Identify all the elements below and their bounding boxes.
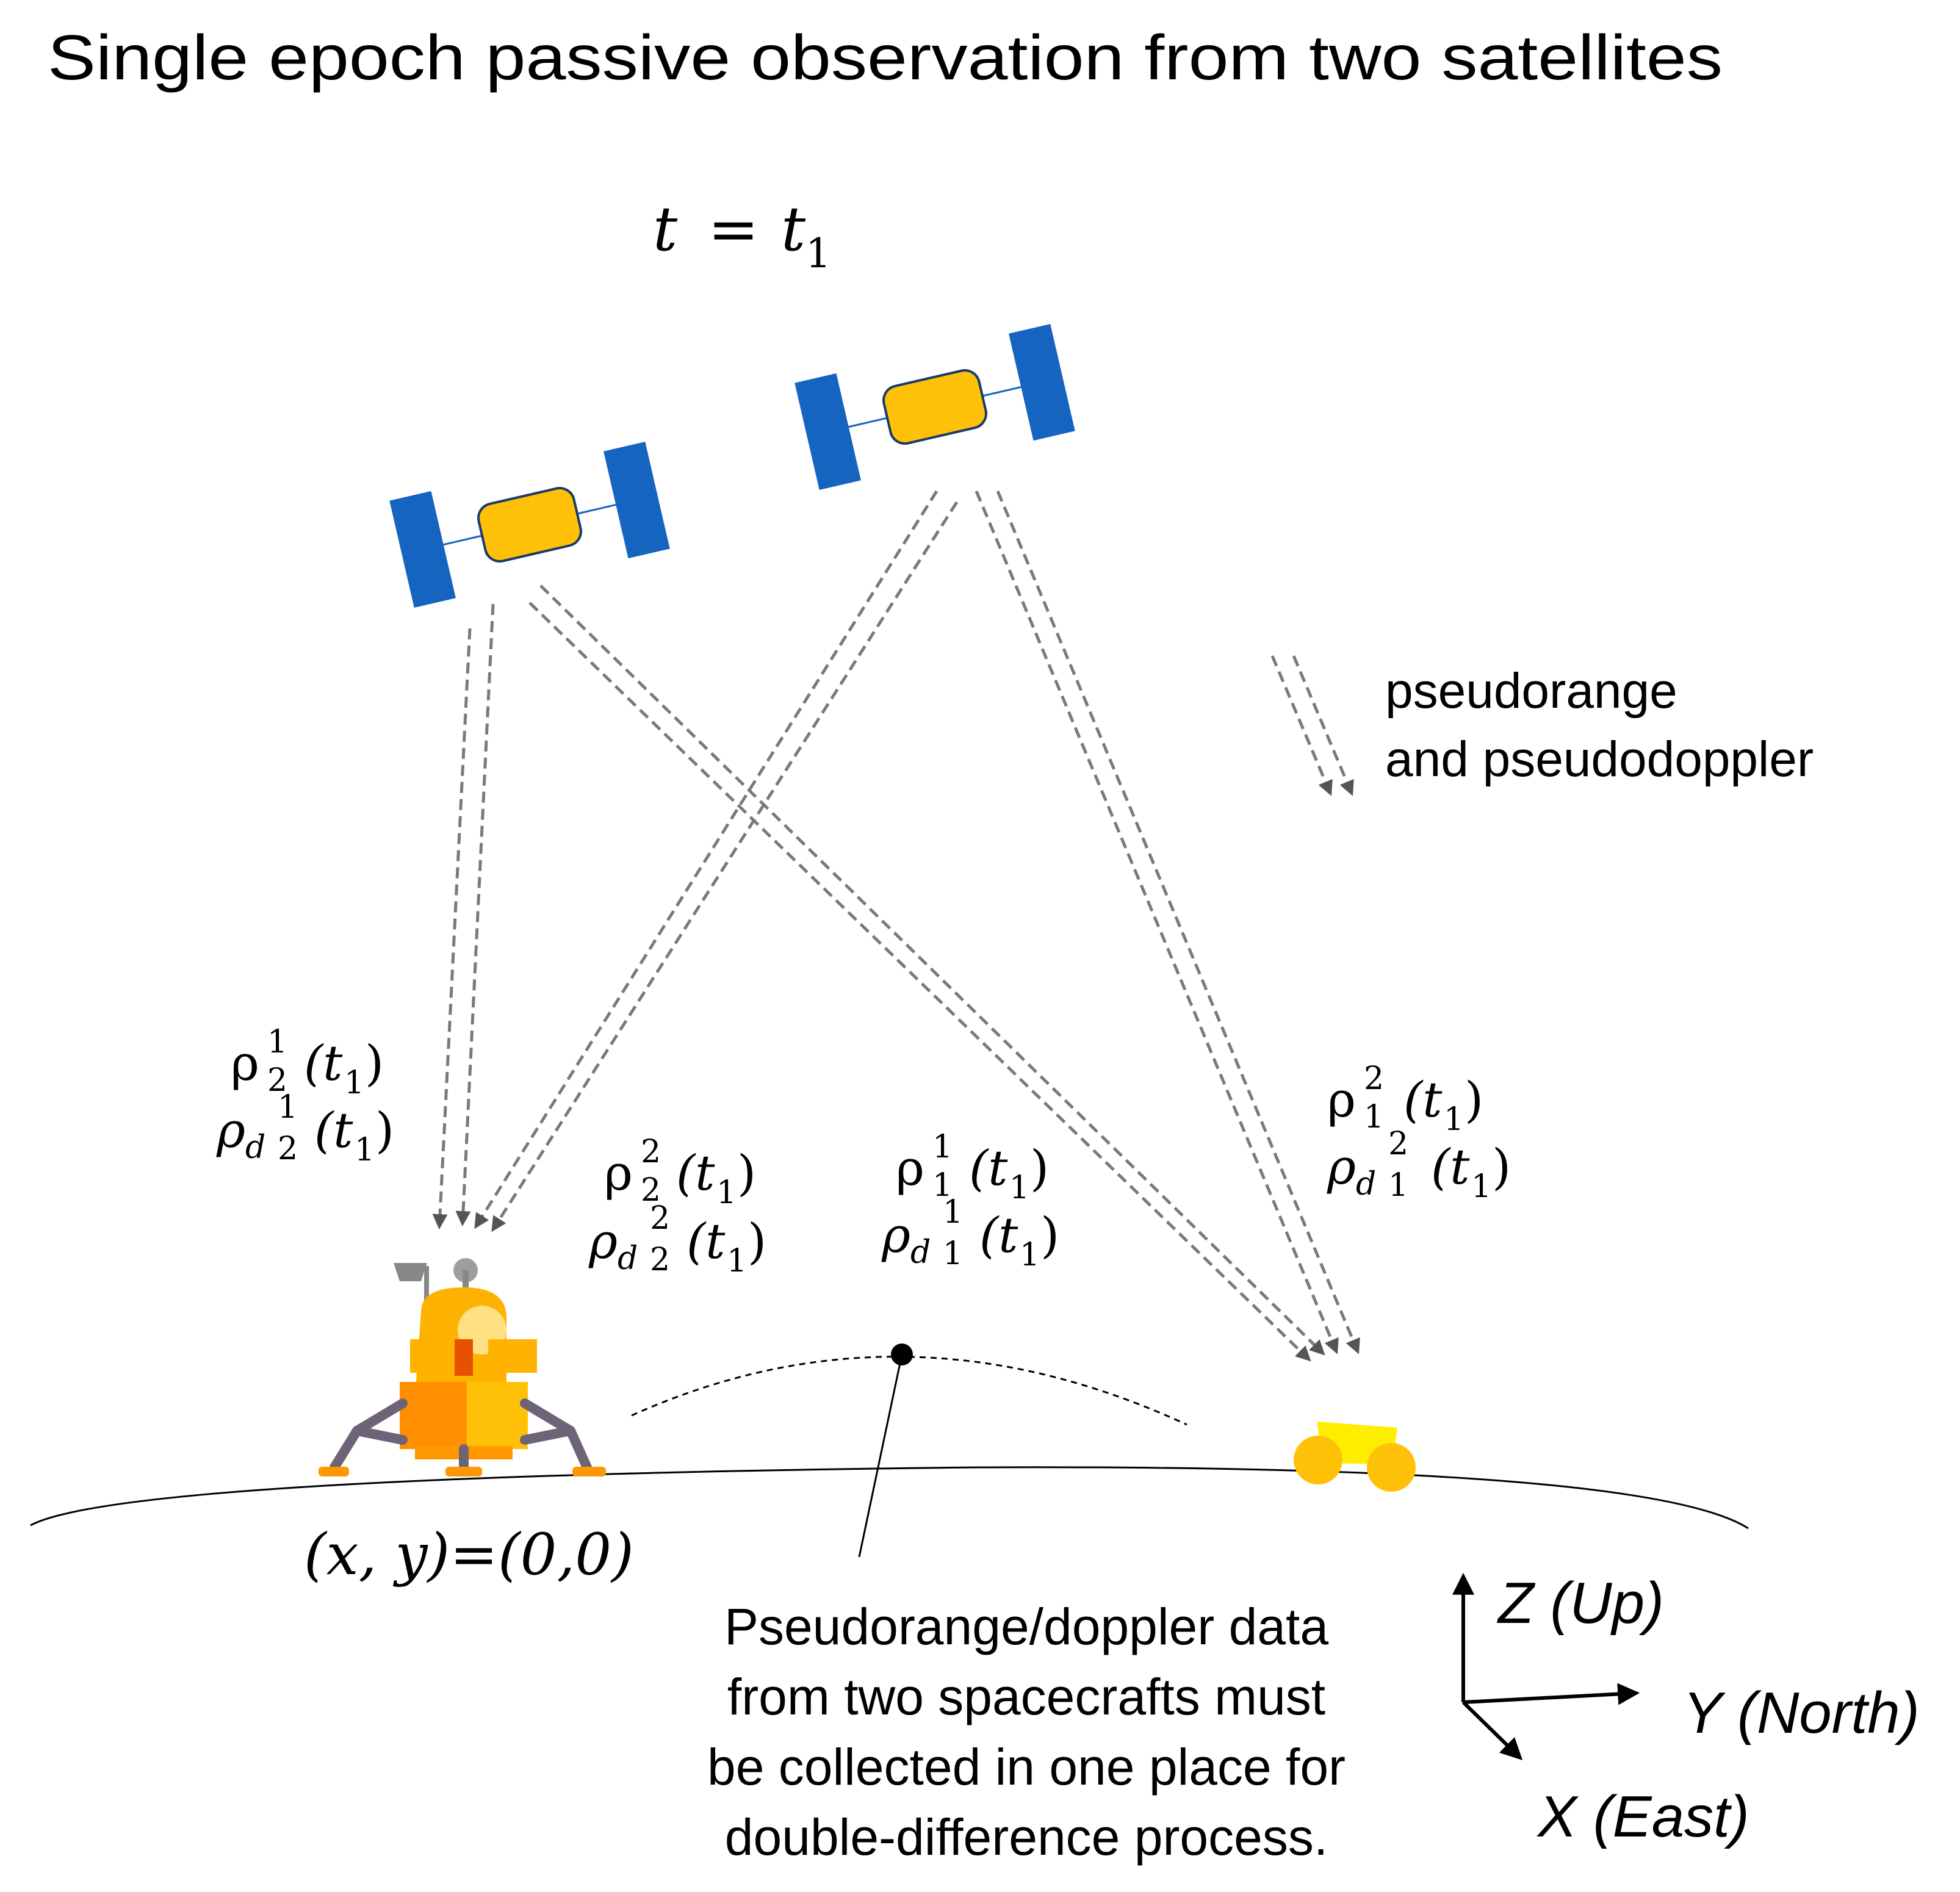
svg-text:2: 2 [641, 1172, 661, 1209]
svg-text:1: 1 [1471, 1168, 1491, 1205]
ray-sat2-rover-b [996, 491, 1360, 1354]
svg-text:2: 2 [1388, 1126, 1408, 1162]
svg-text:1: 1 [1364, 1099, 1384, 1135]
svg-text:(t: (t [686, 1213, 726, 1270]
lunar-surface [30, 1466, 1749, 1530]
svg-text:1: 1 [267, 1024, 287, 1060]
svg-text:1: 1 [1020, 1237, 1040, 1273]
svg-text:): ) [375, 1102, 394, 1159]
svg-text:2: 2 [278, 1131, 298, 1167]
svg-text:ρ: ρ [1327, 1138, 1356, 1195]
ray-sat1-rover-a [528, 602, 1311, 1362]
svg-text:ρ: ρ [604, 1145, 633, 1201]
ray-sat1-lander-b [455, 603, 495, 1226]
svg-text:): ) [748, 1213, 766, 1270]
svg-text:d: d [618, 1240, 638, 1277]
svg-text:1: 1 [805, 230, 831, 277]
ray-sat1-rover-b [539, 585, 1325, 1356]
svg-text:1: 1 [1009, 1170, 1029, 1206]
svg-text:1: 1 [355, 1132, 375, 1168]
svg-text:(t: (t [304, 1035, 343, 1092]
y-axis-label: Y (North) [1683, 1680, 1920, 1746]
svg-text:2: 2 [650, 1200, 670, 1237]
svg-text:1: 1 [344, 1065, 364, 1101]
svg-text:1: 1 [727, 1243, 747, 1279]
svg-text:ρ: ρ [896, 1140, 924, 1196]
ray-sat2-lander-b [491, 501, 959, 1232]
svg-text:1: 1 [1444, 1101, 1464, 1138]
svg-text:1: 1 [1388, 1167, 1408, 1204]
svg-text:1: 1 [278, 1089, 298, 1126]
legend-arrows [1270, 655, 1354, 796]
ray-sat2-lander-a [474, 490, 939, 1229]
svg-text:): ) [1040, 1207, 1059, 1264]
ray-sat1-lander-a [432, 628, 472, 1229]
svg-text:2: 2 [641, 1134, 661, 1170]
svg-text:2: 2 [650, 1242, 670, 1278]
svg-text:): ) [1492, 1138, 1511, 1195]
diagram-title: Single epoch passive observation from tw… [48, 23, 1723, 93]
svg-text:): ) [737, 1145, 756, 1201]
svg-text:ρ: ρ [588, 1213, 618, 1270]
svg-text:t: t [781, 193, 806, 265]
svg-text:(t: (t [1403, 1071, 1443, 1128]
svg-text:1: 1 [943, 1236, 963, 1272]
obs-label-rho-2-1: ρ 1 2 (t 1 ) ρ d 1 2 (t 1 ) [216, 1024, 394, 1168]
svg-text:ρ: ρ [1327, 1071, 1356, 1128]
ray-sat2-rover-a [975, 491, 1339, 1354]
svg-text:): ) [1465, 1071, 1483, 1128]
rover-icon [1294, 1422, 1416, 1492]
note-line-2: from two spacecrafts must [727, 1668, 1325, 1725]
x-axis-label: X (East) [1537, 1784, 1749, 1849]
svg-text:ρ: ρ [216, 1102, 245, 1159]
svg-text:2: 2 [1364, 1060, 1384, 1097]
svg-text:): ) [365, 1035, 384, 1092]
svg-text:t: t [653, 193, 678, 265]
note-line-3: be collected in one place for [707, 1738, 1346, 1796]
svg-text:d: d [245, 1129, 265, 1166]
svg-text:1: 1 [716, 1174, 737, 1211]
obs-label-rho-1-1: ρ 1 1 (t 1 ) ρ d 1 1 (t 1 ) [881, 1129, 1059, 1273]
svg-text:(t: (t [676, 1145, 715, 1201]
lunar-lander-icon [319, 1258, 606, 1477]
obs-label-rho-1-2: ρ 2 1 (t 1 ) ρ d 2 1 (t 1 ) [1327, 1060, 1511, 1205]
note-leader-line [858, 1354, 903, 1558]
coordinate-axes [1452, 1572, 1640, 1761]
svg-text:d: d [910, 1234, 931, 1271]
svg-text:d: d [1356, 1166, 1376, 1203]
baseline-arc [631, 1356, 1187, 1426]
satellite-2-icon [794, 323, 1075, 491]
svg-text:1: 1 [932, 1129, 953, 1165]
satellite-1-icon [389, 441, 670, 608]
svg-text:(t: (t [1431, 1138, 1470, 1195]
z-axis-label: Z (Up) [1497, 1570, 1664, 1636]
svg-text:(t: (t [979, 1207, 1018, 1264]
y-axis-arrow [1463, 1683, 1640, 1705]
epoch-label: t = t 1 [653, 193, 831, 277]
note-line-1: Pseudorange/doppler data [724, 1598, 1328, 1655]
svg-text:2: 2 [267, 1062, 287, 1099]
x-axis-arrow [1461, 1700, 1523, 1761]
legend-line-2: and pseudodoppler [1385, 732, 1814, 787]
svg-text:ρ: ρ [231, 1035, 259, 1092]
legend-line-1: pseudorange [1385, 663, 1677, 719]
svg-text:1: 1 [943, 1194, 963, 1231]
obs-label-rho-2-2: ρ 2 2 (t 1 ) ρ d 2 2 (t 1 ) [588, 1134, 766, 1279]
svg-text:=: = [708, 193, 759, 265]
note-line-4: double-difference process. [725, 1808, 1328, 1866]
svg-text:): ) [1030, 1140, 1049, 1196]
svg-text:ρ: ρ [881, 1207, 910, 1264]
svg-text:1: 1 [932, 1167, 953, 1204]
origin-label: (x, y)=(0,0) [304, 1522, 634, 1588]
svg-text:(t: (t [314, 1102, 353, 1159]
signal-rays [432, 490, 1360, 1362]
svg-text:(t: (t [969, 1140, 1008, 1196]
